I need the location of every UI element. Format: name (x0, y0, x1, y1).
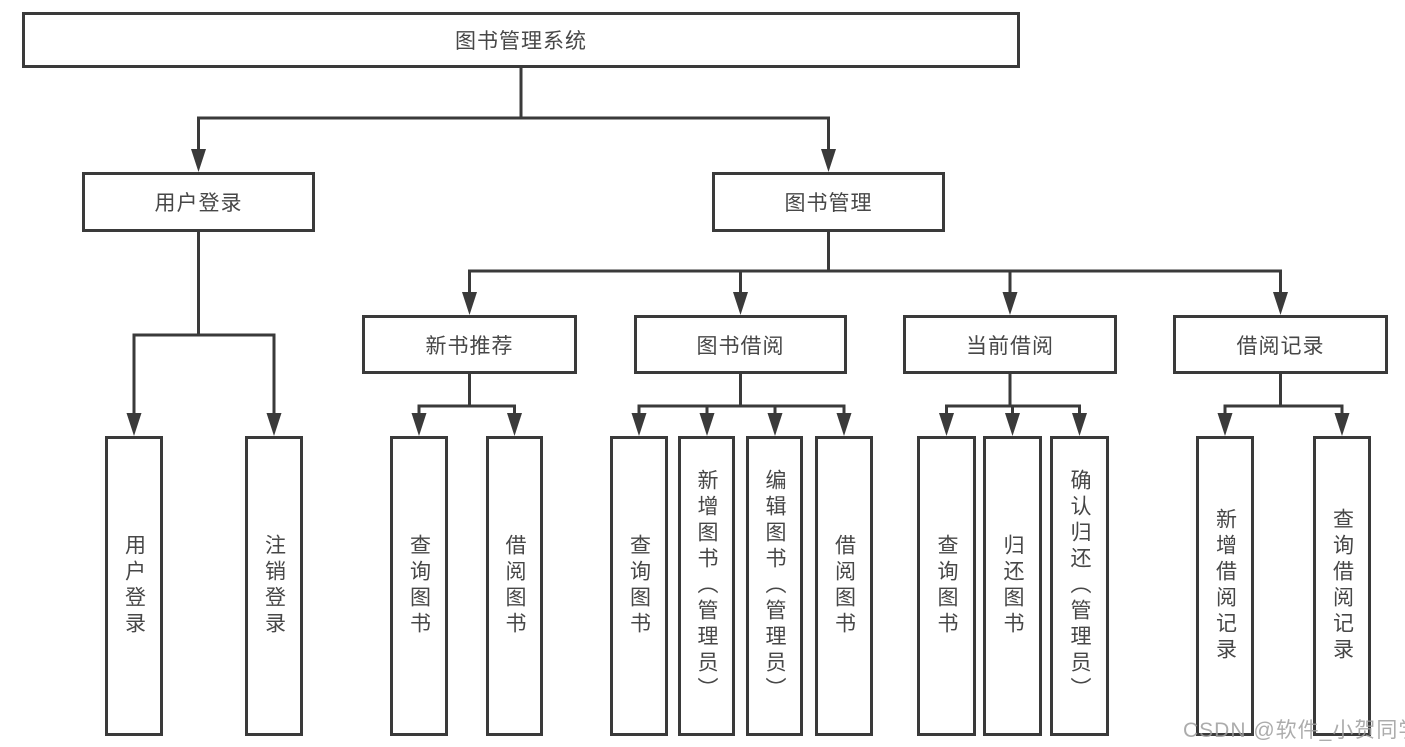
node-new-book-recommend: 新书推荐 (362, 315, 577, 374)
node-borrowing-records: 借阅记录 (1173, 315, 1388, 374)
leaf-query-books-recommend: 查询图书 (390, 436, 448, 736)
node-library-system: 图书管理系统 (22, 12, 1020, 68)
node-user-login: 用户登录 (82, 172, 315, 232)
node-book-borrowing: 图书借阅 (634, 315, 847, 374)
leaf-edit-books-admin: 编辑图书（管理员） (746, 436, 803, 736)
csdn-watermark: CSDN @软件_小贺同学 (1183, 719, 1405, 742)
leaf-borrow-books: 借阅图书 (815, 436, 873, 736)
leaf-borrow-books-recommend: 借阅图书 (486, 436, 543, 736)
leaf-query-borrow-record: 查询借阅记录 (1313, 436, 1371, 736)
leaf-add-books-admin: 新增图书（管理员） (678, 436, 735, 736)
node-current-borrowing: 当前借阅 (903, 315, 1117, 374)
leaf-query-books-borrow: 查询图书 (610, 436, 668, 736)
leaf-confirm-return-admin: 确认归还（管理员） (1050, 436, 1109, 736)
leaf-user-login: 用户登录 (105, 436, 163, 736)
node-book-management: 图书管理 (712, 172, 945, 232)
leaf-return-books: 归还图书 (983, 436, 1042, 736)
leaf-query-books-current: 查询图书 (917, 436, 976, 736)
leaf-logout: 注销登录 (245, 436, 303, 736)
leaf-add-borrow-record: 新增借阅记录 (1196, 436, 1254, 736)
